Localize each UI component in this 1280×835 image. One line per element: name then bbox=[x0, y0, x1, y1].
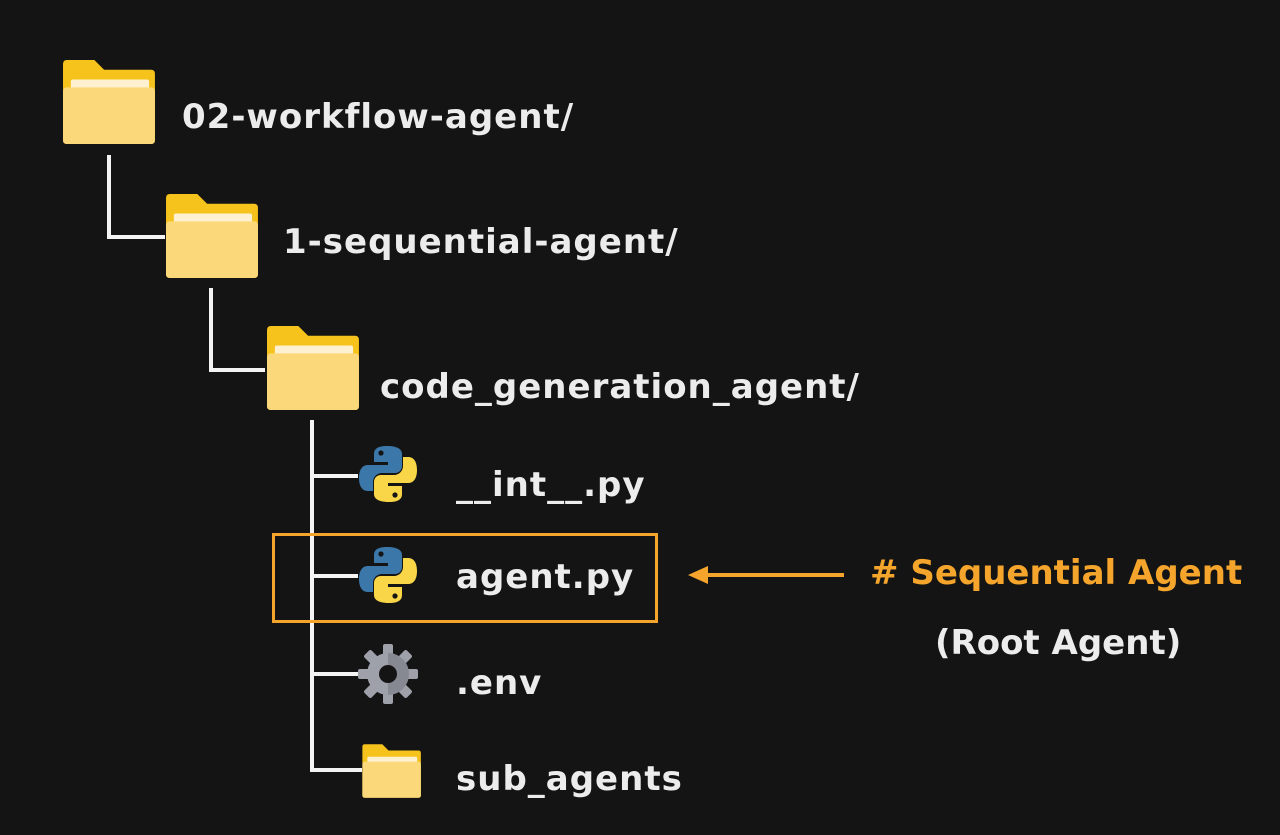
tree-level2-label[interactable]: code_generation_agent/ bbox=[380, 367, 860, 407]
connector-l1-vertical bbox=[209, 288, 213, 372]
gear-icon bbox=[356, 642, 420, 706]
folder-icon bbox=[262, 324, 362, 412]
connector-root-vertical bbox=[107, 155, 111, 239]
highlight-box bbox=[272, 533, 658, 623]
tree-file-init[interactable]: __int__.py bbox=[456, 465, 646, 505]
connector-child-4 bbox=[310, 768, 362, 772]
tree-folder-sub-agents[interactable]: sub_agents bbox=[456, 759, 683, 799]
tree-file-env[interactable]: .env bbox=[456, 663, 543, 703]
connector-child-3 bbox=[310, 672, 358, 676]
annotation-title: # Sequential Agent bbox=[870, 553, 1243, 593]
folder-icon bbox=[58, 58, 158, 146]
tree-level1-label[interactable]: 1-sequential-agent/ bbox=[283, 222, 679, 262]
python-icon bbox=[356, 543, 420, 607]
connector-l1-horizontal bbox=[209, 368, 265, 372]
connector-root-horizontal bbox=[107, 235, 165, 239]
connector-child-1 bbox=[310, 474, 358, 478]
python-icon bbox=[356, 442, 420, 506]
arrow-left-icon bbox=[688, 566, 844, 584]
annotation-subtitle: (Root Agent) bbox=[935, 623, 1182, 663]
connector-child-2 bbox=[310, 574, 358, 578]
connector-l2-vertical bbox=[310, 420, 314, 772]
tree-root-label[interactable]: 02-workflow-agent/ bbox=[182, 97, 575, 137]
folder-icon bbox=[161, 192, 261, 280]
tree-file-agent[interactable]: agent.py bbox=[456, 557, 635, 597]
folder-icon bbox=[358, 743, 424, 799]
